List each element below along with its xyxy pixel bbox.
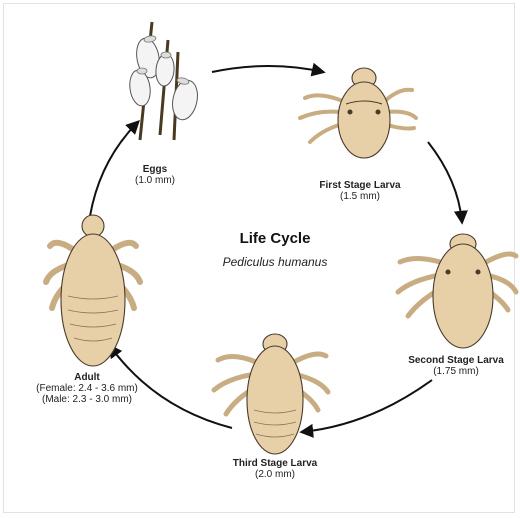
second-larva-name: Second Stage Larva bbox=[395, 355, 517, 366]
adult-size-male: (Male: 2.3 - 3.0 mm) bbox=[22, 394, 152, 405]
eggs-size: (1.0 mm) bbox=[125, 175, 185, 186]
title-block: Life Cycle Pediculus humanus bbox=[205, 230, 345, 269]
eggs-label: Eggs (1.0 mm) bbox=[125, 164, 185, 186]
diagram-subtitle: Pediculus humanus bbox=[205, 255, 345, 269]
adult-illustration bbox=[46, 215, 140, 366]
second-larva-illustration bbox=[398, 234, 516, 348]
arrow-eggs-to-first bbox=[212, 66, 323, 72]
third-larva-label: Third Stage Larva (2.0 mm) bbox=[215, 458, 335, 480]
diagram-title: Life Cycle bbox=[205, 230, 345, 247]
adult-label: Adult (Female: 2.4 - 3.6 mm) (Male: 2.3 … bbox=[22, 372, 152, 405]
third-larva-size: (2.0 mm) bbox=[215, 469, 335, 480]
third-larva-name: Third Stage Larva bbox=[215, 458, 335, 469]
first-larva-name: First Stage Larva bbox=[300, 180, 420, 191]
eggs-illustration bbox=[128, 22, 201, 140]
first-larva-size: (1.5 mm) bbox=[300, 191, 420, 202]
arrow-first-to-second bbox=[428, 142, 462, 222]
eggs-name: Eggs bbox=[125, 164, 185, 175]
second-larva-label: Second Stage Larva (1.75 mm) bbox=[395, 355, 517, 377]
third-larva-illustration bbox=[214, 334, 328, 454]
first-larva-label: First Stage Larva (1.5 mm) bbox=[300, 180, 420, 202]
adult-size-female: (Female: 2.4 - 3.6 mm) bbox=[22, 383, 152, 394]
first-larva-illustration bbox=[300, 68, 416, 158]
second-larva-size: (1.75 mm) bbox=[395, 366, 517, 377]
adult-name: Adult bbox=[22, 372, 152, 383]
